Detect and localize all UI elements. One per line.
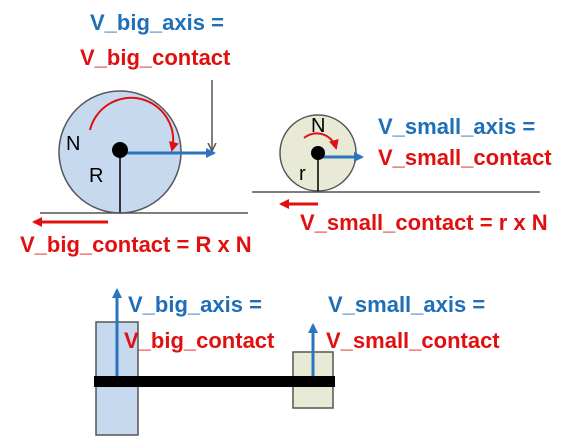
small-contact-label: V_small_contact [378,145,552,170]
big-contact-equation: V_big_contact = R x N [20,232,252,257]
big-R-label: R [89,165,103,187]
big-rotation-arrow [89,96,179,152]
small-contact-equation: V_small_contact = r x N [300,210,548,235]
big-N-label: N [66,133,80,155]
small-wheel-axle [311,146,325,160]
bottom-small-axis-label: V_small_axis = [328,292,485,317]
bottom-small-contact-label: V_small_contact [326,328,500,353]
big-axis-label: V_big_axis = [90,10,224,35]
bottom-big-axis-label: V_big_axis = [128,292,262,317]
big-contact-label: V_big_contact [80,45,231,70]
small-N-label: N [311,115,325,137]
shaft [94,376,335,387]
bottom-big-contact-label: V_big_contact [124,328,275,353]
small-rotation-arrow [303,132,339,150]
small-r-label: r [299,163,306,185]
big-wheel-axle [112,142,128,158]
small-axis-label: V_small_axis = [378,114,535,139]
